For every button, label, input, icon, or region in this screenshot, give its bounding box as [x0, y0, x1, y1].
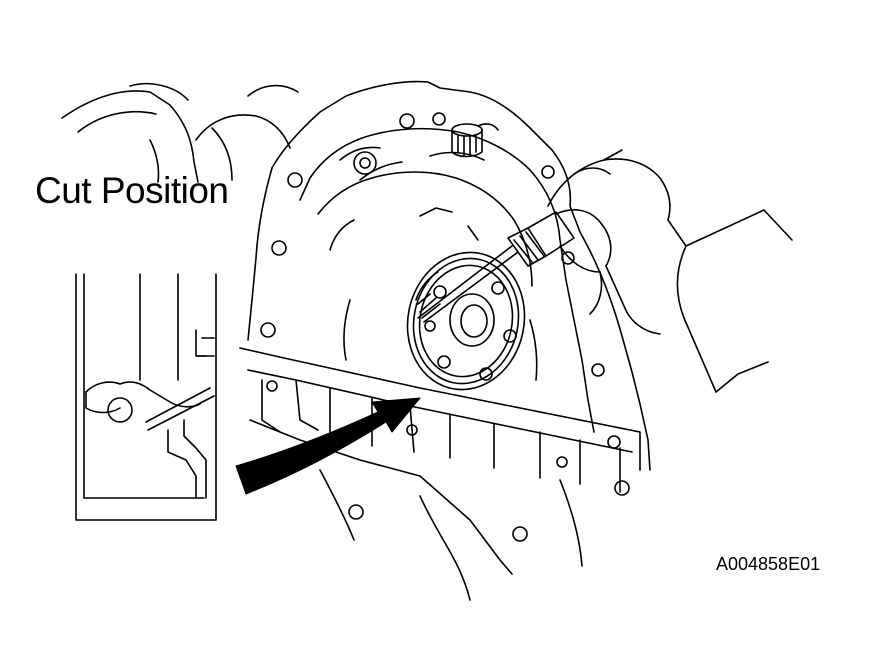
gloved-hand — [547, 149, 793, 393]
upper-engine-parts — [61, 82, 299, 183]
engine-block-outline — [247, 80, 651, 542]
figure-code-label: A004858E01 — [716, 554, 821, 574]
stud-bolt — [451, 123, 499, 158]
cut-position-inset — [75, 273, 217, 521]
oil-seal — [406, 251, 526, 391]
screwdriver — [417, 211, 575, 323]
oil-pan-flange — [239, 347, 641, 601]
cut-position-label: Cut Position — [35, 170, 229, 211]
cut-arrow — [235, 397, 421, 495]
